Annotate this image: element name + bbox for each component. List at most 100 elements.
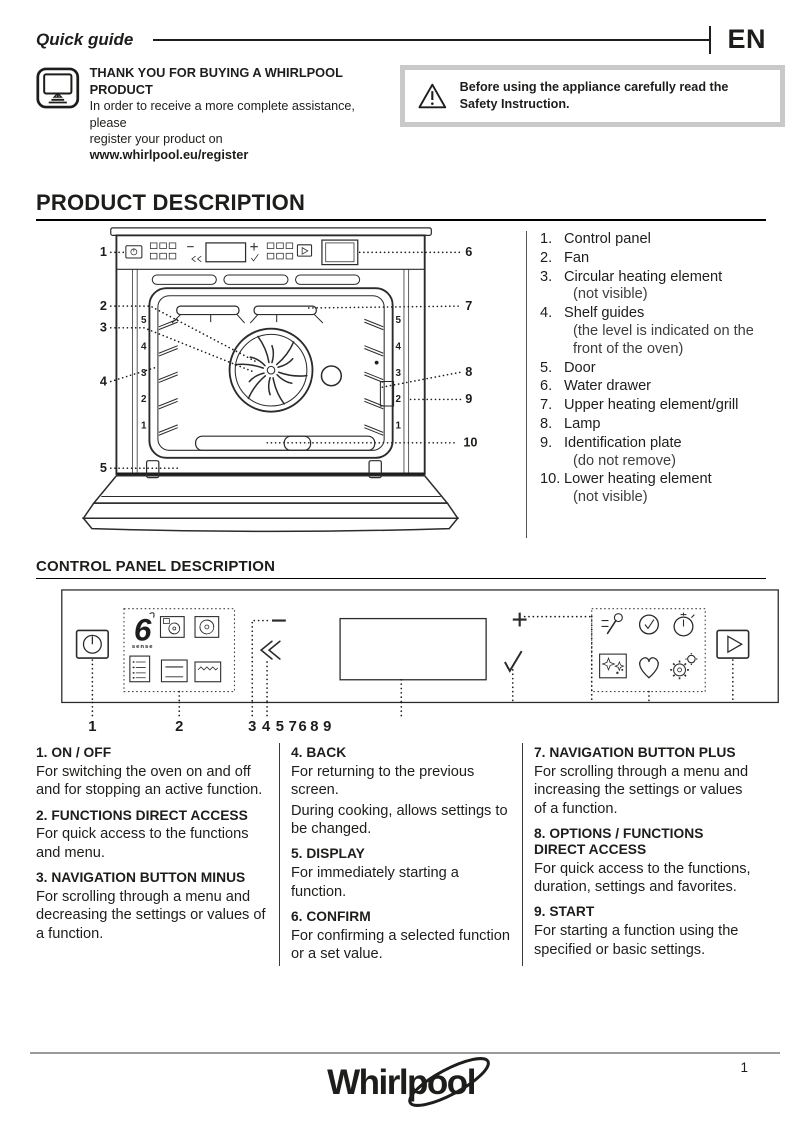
oven-diagram: 5 4 3 2 1 5 4 3 2 1 [81,227,478,533]
control-item-text: During cooking, allows settings to be ch… [291,802,508,837]
svg-text:7: 7 [289,719,297,735]
parts-list-item: 2.Fan [540,250,766,268]
clean-sparkle-icon [599,653,627,679]
bottom-tray [194,435,376,451]
part-note: (not visible) [573,489,648,506]
display-screen [339,617,487,681]
language-badge: EN [727,24,766,54]
svg-text:10: 10 [463,435,477,450]
part-label: Circular heating element [564,268,723,285]
svg-text:1: 1 [396,421,402,432]
svg-text:6: 6 [298,719,306,735]
part-label: Control panel [564,230,651,247]
part-number: 10. [540,471,561,488]
svg-text:3: 3 [396,368,402,379]
control-panel-figure: 6 sense [61,589,779,735]
description-column-1: 1. ON / OFF For switching the oven on and… [36,743,279,966]
grill-icon [194,661,222,683]
svg-text:2: 2 [396,394,402,405]
panel-outline [61,589,779,704]
control-item-title: 1. ON / OFF [36,744,112,760]
start-play-icon [716,629,750,659]
svg-text:7: 7 [465,298,472,313]
svg-text:2: 2 [175,719,183,735]
svg-text:6: 6 [134,611,152,647]
control-item-text: For quick access to the functions and me… [36,826,249,861]
svg-text:1: 1 [141,421,147,432]
register-line1: In order to receive a more complete assi… [89,99,355,130]
control-item-text: For switching the oven on and off and fo… [36,763,263,799]
part-number: 5. [540,359,553,376]
svg-text:9: 9 [323,719,331,735]
part-number: 8. [540,415,553,432]
hinge-left [145,460,160,479]
svg-text:5: 5 [141,315,147,326]
monitor-register-icon [36,67,80,109]
conventional-heat-icon [160,659,188,683]
part-note: (do not remove) [573,452,677,469]
control-item-text: For scrolling through a menu and decreas… [36,889,266,942]
register-heading: THANK YOU FOR BUYING A WHIRLPOOL PRODUCT [89,65,343,97]
parts-list-item: 8. Lamp [540,416,766,434]
favorites-heart-icon [639,657,659,679]
parts-list-item: 4.Shelf guides(the level is indicated on… [540,305,766,358]
svg-text:1: 1 [88,719,96,735]
svg-text:2: 2 [141,394,147,405]
svg-text:3: 3 [248,719,256,735]
grill-element [171,305,324,324]
part-note: (not visible) [573,286,648,303]
menu-list-icon [129,655,151,683]
probe-icon [601,613,623,635]
register-url: www.whirlpool.eu/register [89,147,249,163]
control-item-title: 9. START [534,904,595,920]
svg-text:2: 2 [100,298,107,313]
part-label: Fan [564,249,590,266]
parts-list-item: 3. Circular heating element(not visible) [540,269,766,305]
page-header: Quick guide EN [36,0,766,55]
water-drawer [321,239,359,266]
lamp [320,365,343,387]
mini-control-panel [125,239,359,266]
control-item-title: 6. CONFIRM [291,908,371,924]
header-rule [153,25,712,54]
svg-text:4: 4 [396,341,402,352]
mini-display [205,242,247,263]
svg-text:5: 5 [100,460,107,475]
part-label: Shelf guides [564,305,645,322]
parts-list-item: 10.Lower heating element(not visible) [540,471,766,507]
svg-text:9: 9 [465,391,472,406]
warning-text: Before using the appliance carefully rea… [459,80,729,111]
part-number: 3. [540,268,553,285]
vent-slots [151,274,361,285]
parts-list-item: 5. Door [540,360,766,378]
sixth-sense-icon: 6 sense [132,611,155,650]
svg-text:1: 1 [100,244,107,259]
plus-icon [512,612,527,627]
control-item-title: 7. NAVIGATION BUTTON PLUS [534,744,736,760]
control-item-title: 8. OPTIONS / FUNCTIONS DIRECT ACCESS [534,825,704,857]
control-descriptions: 1. ON / OFF For switching the oven on and… [36,742,766,966]
page-number: 1 [740,1060,748,1075]
part-label: Door [564,359,596,376]
oven-cavity [148,287,394,459]
control-item-title: 2. FUNCTIONS DIRECT ACCESS [36,807,248,823]
power-icon [75,629,109,659]
confirm-check-icon [504,650,523,673]
svg-text:8: 8 [465,364,472,379]
control-item-text: For quick access to the functions, durat… [534,860,751,896]
part-label: Lamp [564,415,601,432]
part-label: Lower heating element [564,471,712,488]
whirlpool-swoosh [408,1057,490,1107]
part-label: Identification plate [564,434,682,451]
part-number: 1. [540,230,553,247]
clock-icon [638,614,659,635]
doc-title: Quick guide [36,29,134,49]
shelf-level-numbers: 5 4 3 2 1 5 4 3 2 1 [141,315,402,432]
parts-list-item: 6.Water drawer [540,378,766,396]
svg-text:3: 3 [100,319,107,334]
functions-group: 6 sense [123,608,236,693]
svg-text:4: 4 [100,373,107,388]
